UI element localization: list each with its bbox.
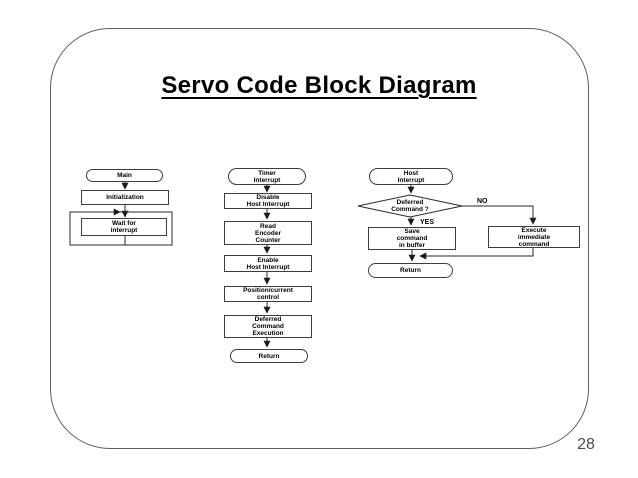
- node-host-interrupt: Host Interrupt: [369, 168, 453, 185]
- slide-frame: [50, 28, 589, 449]
- node-timer-return-label: Return: [258, 352, 280, 360]
- loop-wait-for-interrupt: [69, 211, 173, 246]
- node-disable-host-interrupt-label: Disable Host Interrupt: [246, 194, 290, 208]
- node-deferred-command-execution-label: Deferred Command Execution: [252, 316, 284, 337]
- node-host-interrupt-label: Host Interrupt: [397, 169, 425, 184]
- node-deferred-command-decision: Deferred Command ?: [360, 196, 460, 216]
- node-read-encoder-counter: Read Encoder Counter: [224, 221, 312, 245]
- node-disable-host-interrupt: Disable Host Interrupt: [224, 193, 312, 209]
- node-timer-interrupt-label: Timer Interrupt: [253, 169, 281, 184]
- node-main: Main: [86, 169, 163, 182]
- edge-label-no: NO: [477, 198, 488, 205]
- node-wait-for-interrupt-label: Wait for interrupt: [110, 220, 138, 234]
- node-enable-host-interrupt-label: Enable Host Interrupt: [246, 256, 290, 271]
- node-read-encoder-counter-label: Read Encoder Counter: [254, 222, 281, 244]
- node-host-return: Return: [368, 263, 453, 278]
- node-host-return-label: Return: [400, 267, 421, 274]
- node-position-current-control-label: Position/current control: [243, 287, 293, 301]
- node-initialization: Initialization: [81, 190, 169, 205]
- node-deferred-command-decision-label: Deferred Command ?: [391, 199, 429, 213]
- node-save-command-in-buffer: Save command in buffer: [368, 227, 456, 250]
- node-deferred-command-execution: Deferred Command Execution: [224, 315, 312, 338]
- node-position-current-control: Position/current control: [224, 286, 312, 302]
- decision-deferred-command-shape: [357, 194, 463, 218]
- arrow-execute-to-junction: [419, 248, 534, 260]
- node-timer-interrupt: Timer Interrupt: [228, 168, 306, 185]
- node-initialization-label: Initialization: [106, 194, 144, 201]
- page-number: 28: [577, 436, 595, 453]
- slide-title: Servo Code Block Diagram: [161, 72, 477, 99]
- node-save-command-in-buffer-label: Save command in buffer: [396, 228, 428, 249]
- node-main-label: Main: [117, 172, 132, 179]
- node-execute-immediate-command-label: Execute immediate command: [517, 226, 551, 248]
- edge-label-yes: YES: [420, 219, 435, 226]
- node-execute-immediate-command: Execute immediate command: [488, 226, 580, 248]
- node-timer-return: Return: [230, 349, 308, 363]
- node-wait-for-interrupt: Wait for interrupt: [81, 218, 167, 236]
- node-enable-host-interrupt: Enable Host Interrupt: [224, 255, 312, 272]
- arrow-decision-no-to-execute: [462, 205, 537, 225]
